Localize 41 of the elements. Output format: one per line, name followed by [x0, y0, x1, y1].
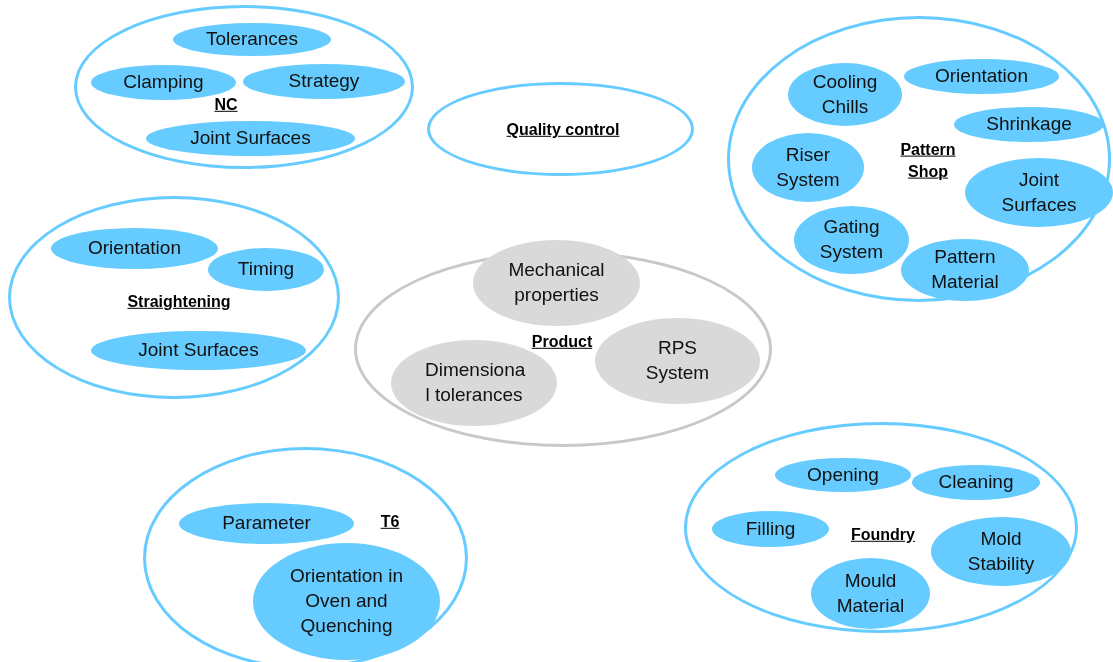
- topic-label: Filling: [744, 516, 797, 541]
- group-heading: Straightening: [126, 291, 232, 312]
- topic-label: Cleaning: [937, 470, 1015, 495]
- topic-label: Timing: [236, 257, 296, 282]
- topic-ellipse: [912, 465, 1040, 500]
- group-heading: T6: [379, 511, 401, 532]
- topic-label: Strategy: [287, 69, 361, 94]
- topic-label: Tolerances: [205, 27, 299, 52]
- topic-ellipse: [775, 458, 911, 492]
- group-heading: Foundry: [850, 524, 916, 545]
- topic-label: Mould Material: [835, 568, 906, 618]
- topic-label: Dimensiona l tolerances: [424, 358, 527, 407]
- topic-ellipse: [243, 64, 405, 99]
- topic-label: Pattern Material: [930, 245, 1000, 294]
- topic-label: Joint Surfaces: [137, 338, 260, 363]
- topic-label: Orientation in Oven and Quenching: [289, 564, 404, 638]
- topic-ellipse: [146, 121, 355, 156]
- topic-label: Opening: [806, 462, 880, 487]
- topic-label: Clamping: [122, 70, 205, 95]
- group-heading: NC: [213, 94, 239, 115]
- group-heading: Quality control: [505, 119, 621, 140]
- topic-label: Joint Surfaces: [1000, 167, 1078, 217]
- topic-ellipse: [51, 228, 218, 269]
- topic-label: Cooling Chills: [811, 69, 879, 119]
- topic-label: RPS System: [644, 336, 711, 385]
- topic-label: Mechanical properties: [507, 258, 606, 307]
- topic-label: Gating System: [818, 215, 885, 264]
- topic-label: Mold Stability: [966, 526, 1036, 576]
- topic-ellipse: [904, 59, 1059, 94]
- topic-ellipse: [901, 239, 1029, 301]
- topic-label: Orientation: [934, 64, 1029, 89]
- topic-ellipse: [595, 318, 760, 404]
- topic-ellipse: [954, 107, 1104, 142]
- topic-label: Shrinkage: [985, 112, 1073, 137]
- topic-label: Riser System: [775, 142, 841, 192]
- topic-label: Orientation: [87, 236, 182, 261]
- group-heading: Product: [530, 331, 594, 352]
- topic-label: Parameter: [221, 511, 312, 536]
- group-heading: Pattern Shop: [899, 139, 957, 182]
- topic-ellipse: [208, 248, 324, 291]
- topic-label: Joint Surfaces: [189, 126, 312, 151]
